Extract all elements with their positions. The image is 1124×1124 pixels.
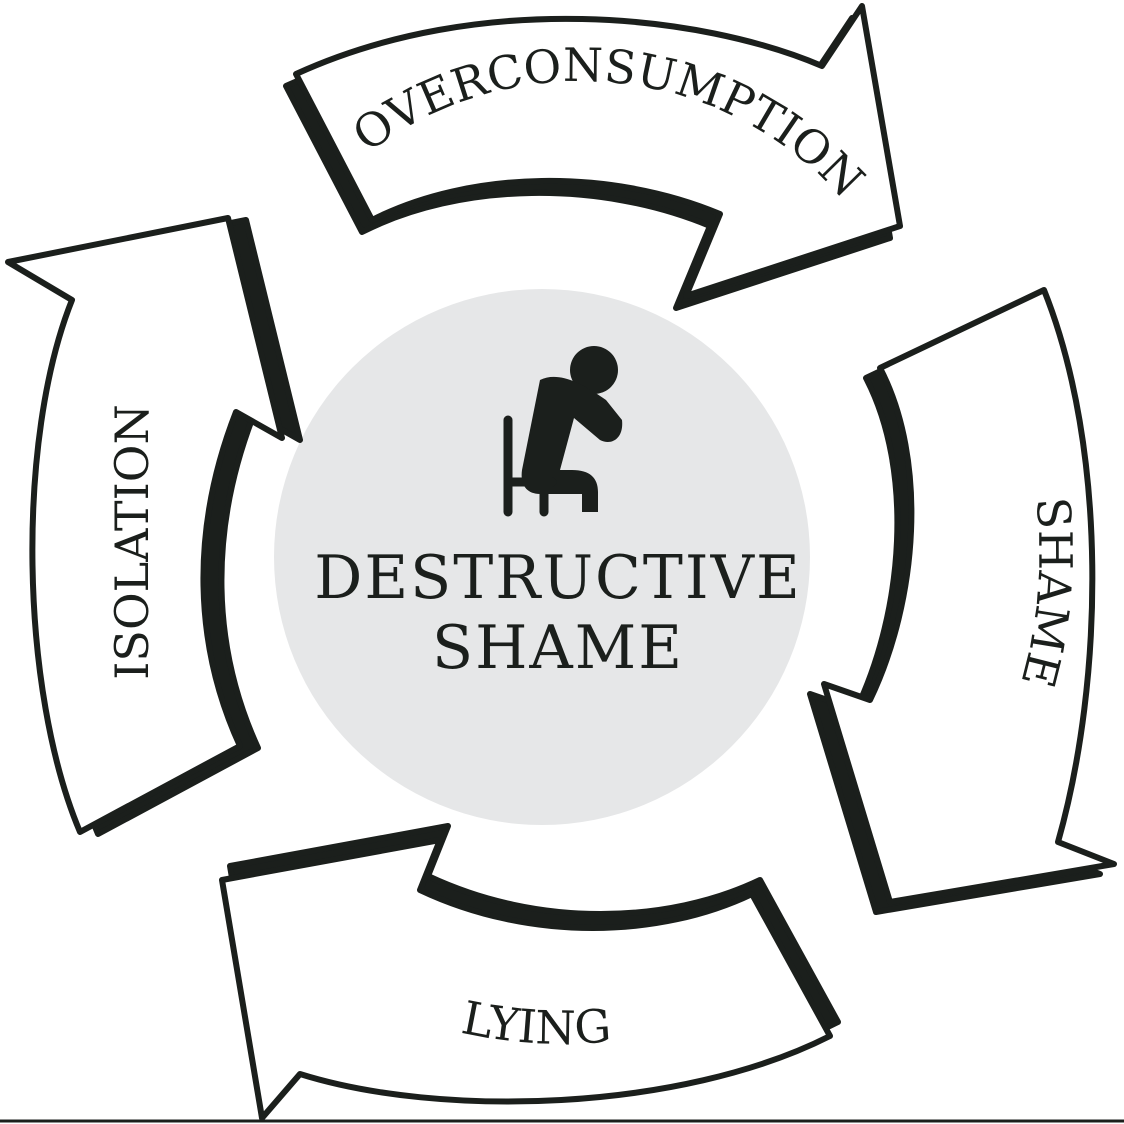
arrow-isolation: ISOLATION	[5, 215, 303, 837]
center-title-line2: SHAME	[432, 613, 684, 683]
center-disc	[274, 289, 810, 825]
arrow-shame: SHAME	[807, 287, 1117, 915]
sitting-person-head-in-hands-icon	[503, 346, 623, 517]
label-isolation: ISOLATION	[105, 404, 159, 679]
arrow-overconsumption: OVERCONSUMPTION	[283, 3, 903, 311]
center-title-line1: DESTRUCTIVE	[314, 543, 802, 613]
arrow-lying: LYING	[219, 823, 841, 1121]
label-lying: LYING	[458, 990, 613, 1055]
